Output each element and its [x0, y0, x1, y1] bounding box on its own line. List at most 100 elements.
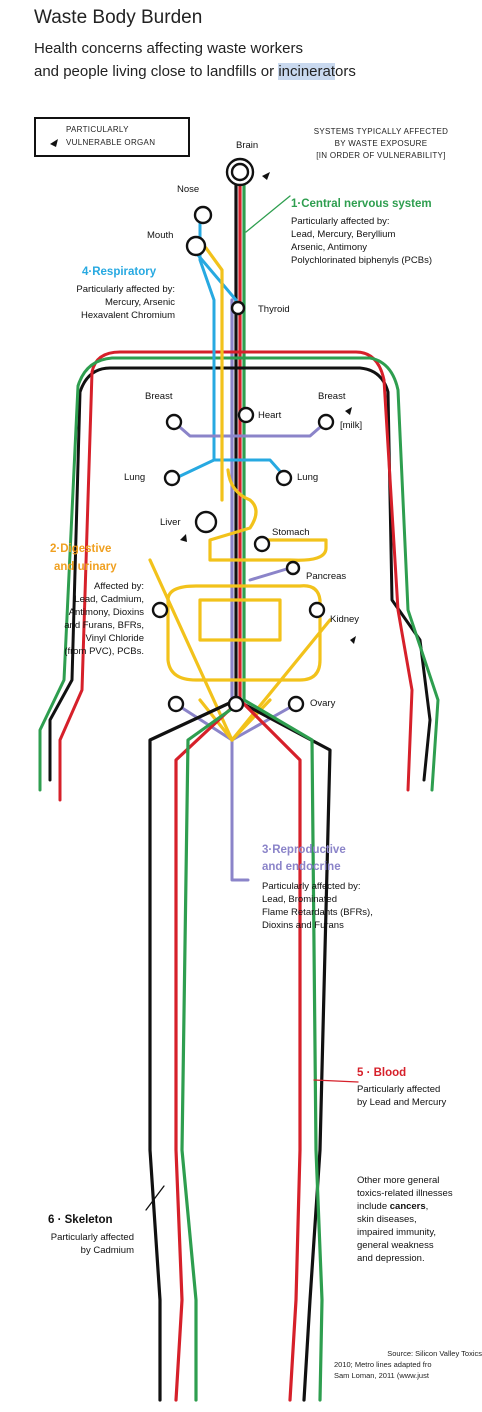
skeleton-number: 6 ·: [48, 1214, 65, 1226]
general-line-3-bold: cancers: [390, 1201, 426, 1212]
nervous-line-3: Arsenic, Antimony: [291, 241, 481, 254]
legs-lines: [150, 700, 330, 1400]
general-line-3: include cancers,: [357, 1200, 482, 1213]
system-title-respiratory: 4·Respiratory: [82, 266, 156, 278]
nervous-line-1: Particularly affected by:: [291, 215, 481, 228]
system-body-respiratory: Particularly affected by: Mercury, Arsen…: [22, 283, 175, 322]
digestive-line-6: (from PVC), PCBs.: [10, 645, 144, 658]
system-title-reproductive-1: 3·Reproductive: [262, 844, 346, 856]
system-title-digestive-1: 2·Digestive: [50, 543, 111, 555]
general-line-1: Other more general: [357, 1174, 482, 1187]
source-note: Source: Silicon Valley Toxics 2010; Metr…: [334, 1348, 482, 1381]
ovary-right-station: [289, 697, 303, 711]
general-line-3-b: ,: [426, 1201, 429, 1212]
organ-label-pancreas: Pancreas: [306, 571, 346, 582]
legend-line-2: VULNERABLE ORGAN: [66, 138, 155, 147]
nervous-line-2: Lead, Mercury, Beryllium: [291, 228, 481, 241]
skeleton-left-arm: [50, 368, 236, 780]
respiratory-line-1: Particularly affected by:: [22, 283, 175, 296]
digestive-line-2: Lead, Cadmium,: [10, 593, 144, 606]
reproductive-line-3: Flame Retardants (BFRs),: [262, 906, 472, 919]
mouth-station: [187, 237, 205, 255]
milk-arrow-icon: [345, 407, 352, 415]
kidney-right-station: [310, 603, 324, 617]
digestive-line-5: Vinyl Chloride: [10, 632, 144, 645]
digestive-line-1: Affected by:: [10, 580, 144, 593]
digestive-line-4: and Furans, BFRs,: [10, 619, 144, 632]
systems-note: SYSTEMS TYPICALLY AFFECTED BY WASTE EXPO…: [290, 126, 472, 162]
organ-label-lung-right: Lung: [297, 472, 318, 483]
skeleton-line-2: by Cadmium: [14, 1244, 134, 1257]
general-line-4: skin diseases,: [357, 1213, 482, 1226]
subtitle-line-2-start: and people living close to landfills or: [34, 63, 278, 80]
blood-line-1: Particularly affected: [357, 1083, 477, 1096]
organ-label-kidney: Kidney: [330, 614, 359, 625]
uterus-station: [229, 697, 243, 711]
source-line-1: Source: Silicon Valley Toxics: [334, 1348, 482, 1359]
legend-line-1: PARTICULARLY: [66, 125, 129, 134]
respiratory-line-2: Mercury, Arsenic: [22, 296, 175, 309]
system-body-nervous: Particularly affected by: Lead, Mercury,…: [291, 215, 481, 267]
kidney-left-station: [153, 603, 167, 617]
breast-left-station: [167, 415, 181, 429]
ovary-left-station: [169, 697, 183, 711]
systems-note-line-2: BY WASTE EXPOSURE: [290, 138, 472, 150]
system-title-nervous: 1·Central nervous system: [291, 198, 432, 210]
legend-box: [34, 117, 190, 157]
system-body-digestive: Affected by: Lead, Cadmium, Antimony, Di…: [10, 580, 144, 658]
general-line-5: impaired immunity,: [357, 1226, 482, 1239]
organ-label-lung-left: Lung: [124, 472, 145, 483]
page-title: Waste Body Burden: [34, 7, 202, 29]
general-line-6: general weakness: [357, 1239, 482, 1252]
reproductive-line-4: Dioxins and Furans: [262, 919, 472, 932]
system-title-blood: 5 · Blood: [357, 1067, 406, 1079]
breast-right-station: [319, 415, 333, 429]
pancreas-station: [287, 562, 299, 574]
digestive-line-3: Antimony, Dioxins: [10, 606, 144, 619]
brain-station-inner: [232, 164, 248, 180]
general-line-7: and depression.: [357, 1252, 482, 1265]
reproductive-line-1: Particularly affected by:: [262, 880, 472, 893]
thyroid-station: [232, 302, 244, 314]
skeleton-line-1: Particularly affected: [14, 1231, 134, 1244]
blood-line-2: by Lead and Mercury: [357, 1096, 477, 1109]
source-line-2: 2010; Metro lines adapted fro: [334, 1359, 482, 1370]
organ-label-liver: Liver: [160, 517, 181, 528]
systems-note-line-1: SYSTEMS TYPICALLY AFFECTED: [290, 126, 472, 138]
system-body-blood: Particularly affected by Lead and Mercur…: [357, 1083, 477, 1109]
organ-label-thyroid: Thyroid: [258, 304, 290, 315]
organ-label-nose: Nose: [177, 184, 199, 195]
organ-label-breast-left: Breast: [145, 391, 172, 402]
general-illness-note: Other more general toxics-related illnes…: [357, 1174, 482, 1265]
subtitle-line-1: Health concerns affecting waste workers: [34, 40, 303, 57]
organ-label-breast-right: Breast: [318, 391, 345, 402]
organ-label-mouth: Mouth: [147, 230, 173, 241]
system-title-digestive-2: and urinary: [54, 561, 117, 573]
subtitle-line-2: and people living close to landfills or …: [34, 63, 356, 80]
systems-note-line-3: [IN ORDER OF VULNERABILITY]: [290, 150, 472, 162]
liver-arrow-icon: [180, 534, 187, 542]
reproductive-line-2: Lead, Brominated: [262, 893, 472, 906]
brain-arrow-icon: [262, 172, 270, 180]
organ-label-brain: Brain: [236, 140, 258, 151]
general-line-3-a: include: [357, 1201, 390, 1212]
organ-label-heart: Heart: [258, 410, 281, 421]
heart-station: [239, 408, 253, 422]
subtitle-highlight: incinerat: [278, 63, 335, 80]
organ-label-ovary: Ovary: [310, 698, 335, 709]
organ-label-stomach: Stomach: [272, 527, 310, 538]
liver-station: [196, 512, 216, 532]
general-line-2: toxics-related illnesses: [357, 1187, 482, 1200]
nose-station: [195, 207, 211, 223]
respiratory-line-3: Hexavalent Chromium: [22, 309, 175, 322]
system-title-skeleton: 6 · Skeleton: [48, 1214, 113, 1226]
lung-right-station: [277, 471, 291, 485]
kidney-arrow-icon: [350, 636, 356, 644]
nervous-line-4: Polychlorinated biphenyls (PCBs): [291, 254, 481, 267]
skeleton-name: Skeleton: [65, 1214, 113, 1226]
system-body-skeleton: Particularly affected by Cadmium: [14, 1231, 134, 1257]
organ-label-milk: [milk]: [340, 420, 362, 431]
lung-left-station: [165, 471, 179, 485]
subtitle-line-2-end: ors: [335, 63, 356, 80]
system-title-reproductive-2: and endocrine: [262, 861, 341, 873]
